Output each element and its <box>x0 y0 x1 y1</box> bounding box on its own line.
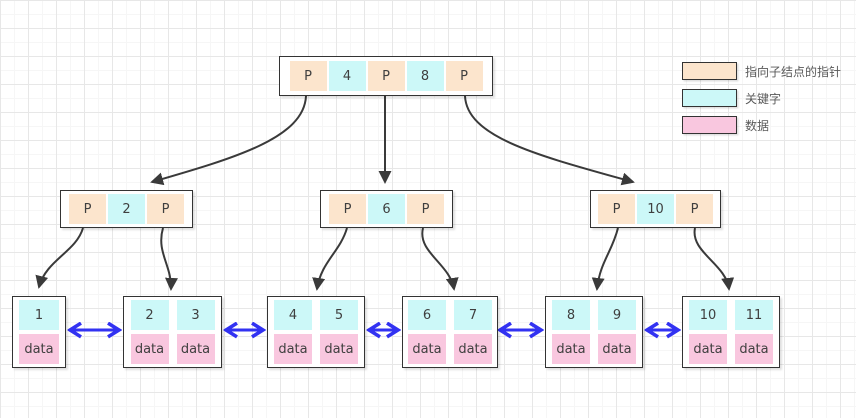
pointer-cell: P <box>598 194 635 224</box>
data-cell: data <box>552 334 590 364</box>
leaf-key-row: 6 7 <box>408 300 492 330</box>
key-cell: 11 <box>735 300 773 330</box>
data-cell: data <box>19 334 59 364</box>
key-cell: 7 <box>454 300 492 330</box>
root-node: P 4 P 8 P <box>279 56 493 96</box>
leaf-data-row: data <box>19 334 59 364</box>
leaf-data-row: data data <box>408 334 492 364</box>
leaf-node-5: 8 9 data data <box>545 296 643 368</box>
legend-item-pointer: 指向子结点的指针 <box>682 62 841 80</box>
data-cell: data <box>689 334 727 364</box>
legend-item-key: 关键字 <box>682 89 841 107</box>
leaf-key-row: 8 9 <box>552 300 636 330</box>
key-cell: 10 <box>637 194 674 224</box>
leaf-node-3: 4 5 data data <box>267 296 365 368</box>
edge-middle-node-to-leaf-4 <box>421 227 459 291</box>
data-swatch <box>682 116 737 134</box>
legend-label-key: 关键字 <box>745 91 782 106</box>
pointer-cell: P <box>367 61 405 91</box>
pointer-swatch <box>682 62 737 80</box>
legend-label-pointer: 指向子结点的指针 <box>745 64 842 79</box>
data-cell: data <box>598 334 636 364</box>
pointer-cell: P <box>147 194 184 224</box>
data-cell: data <box>130 334 169 364</box>
key-cell: 2 <box>130 300 169 330</box>
key-cell: 2 <box>108 194 145 224</box>
key-cell: 5 <box>320 300 358 330</box>
data-cell: data <box>274 334 312 364</box>
data-cell: data <box>735 334 773 364</box>
leaf-data-row: data data <box>274 334 358 364</box>
legend-item-data: 数据 <box>682 116 841 134</box>
data-cell: data <box>320 334 358 364</box>
legend: 指向子结点的指针 关键字 数据 <box>682 62 841 134</box>
key-cell: 9 <box>598 300 636 330</box>
key-cell: 1 <box>19 300 59 330</box>
pointer-cell: P <box>69 194 106 224</box>
edge-right-node-to-leaf-5 <box>591 227 619 291</box>
leaf-key-row: 2 3 <box>130 300 215 330</box>
internal-node-middle: P 6 P <box>320 190 453 228</box>
key-cell: 6 <box>368 194 405 224</box>
leaf-node-4: 6 7 data data <box>402 296 498 368</box>
edge-root-to-right-node <box>464 95 635 186</box>
key-swatch <box>682 89 737 107</box>
data-cell: data <box>454 334 492 364</box>
leaf-node-1: 1 data <box>12 296 66 368</box>
pointer-cell: P <box>445 61 483 91</box>
key-cell: 4 <box>328 61 366 91</box>
edge-root-to-left-node <box>150 95 307 186</box>
pointer-cell: P <box>676 194 713 224</box>
edge-left-node-to-leaf-2 <box>160 227 178 291</box>
data-cell: data <box>408 334 446 364</box>
edge-right-node-to-leaf-6 <box>693 227 735 291</box>
leaf-data-row: data data <box>689 334 773 364</box>
pointer-cell: P <box>407 194 444 224</box>
key-cell: 8 <box>406 61 444 91</box>
internal-node-right: P 10 P <box>590 190 721 228</box>
leaf-data-row: data data <box>130 334 215 364</box>
key-cell: 6 <box>408 300 446 330</box>
pointer-cell: P <box>329 194 366 224</box>
edge-left-node-to-leaf-1 <box>35 227 84 289</box>
key-cell: 3 <box>176 300 215 330</box>
leaf-data-row: data data <box>552 334 636 364</box>
leaf-key-row: 4 5 <box>274 300 358 330</box>
key-cell: 4 <box>274 300 312 330</box>
leaf-key-row: 1 <box>19 300 59 330</box>
internal-node-left: P 2 P <box>60 190 193 228</box>
edge-middle-node-to-leaf-3 <box>312 227 348 291</box>
leaf-node-2: 2 3 data data <box>123 296 222 368</box>
data-cell: data <box>176 334 215 364</box>
legend-label-data: 数据 <box>745 118 770 133</box>
leaf-node-6: 10 11 data data <box>682 296 780 368</box>
pointer-cell: P <box>289 61 327 91</box>
key-cell: 10 <box>689 300 727 330</box>
leaf-key-row: 10 11 <box>689 300 773 330</box>
key-cell: 8 <box>552 300 590 330</box>
